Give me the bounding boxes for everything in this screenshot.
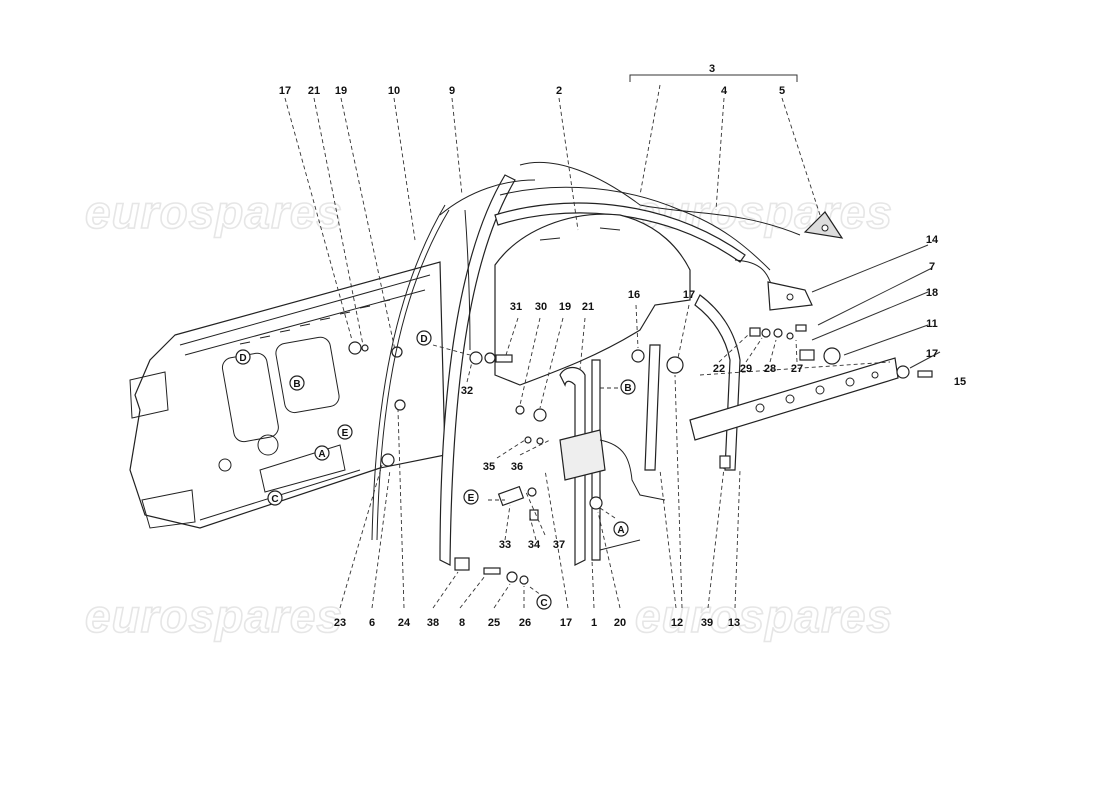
callout-20: 20 xyxy=(614,617,626,629)
callout-15: 15 xyxy=(954,376,966,388)
callout-16: 16 xyxy=(628,289,640,301)
callout-21: 21 xyxy=(308,85,320,97)
callout-27: 27 xyxy=(791,363,803,375)
callout-11: 11 xyxy=(926,318,938,330)
ref-marker-c-mid: C xyxy=(536,594,552,610)
svg-text:D: D xyxy=(420,334,427,345)
callout-labels: 17 21 19 10 9 2 3 4 5 14 7 18 11 17 15 1… xyxy=(279,63,966,629)
door-inner-panel xyxy=(129,261,446,529)
svg-text:E: E xyxy=(468,493,475,504)
callout-29: 29 xyxy=(740,363,752,375)
callout-17-bottom: 17 xyxy=(560,617,572,629)
callout-17-mid: 17 xyxy=(683,289,695,301)
callout-1: 1 xyxy=(591,617,597,629)
svg-text:A: A xyxy=(617,525,624,536)
ref-marker-c-left: C xyxy=(267,490,283,506)
svg-text:D: D xyxy=(239,353,246,364)
leader-lines xyxy=(284,74,941,609)
callout-17-right: 17 xyxy=(926,348,938,360)
window-regulator xyxy=(559,359,666,566)
callout-8: 8 xyxy=(459,617,465,629)
callout-23: 23 xyxy=(334,617,346,629)
watermark-group: eurospares eurospares eurospares eurospa… xyxy=(84,185,893,643)
hinge-bracket xyxy=(767,281,813,311)
ref-marker-d-mid: D xyxy=(416,330,432,346)
callout-7: 7 xyxy=(929,261,935,273)
callout-21-mid: 21 xyxy=(582,301,594,313)
ref-marker-a-left: A xyxy=(314,445,330,461)
fasteners xyxy=(454,324,933,585)
callout-17: 17 xyxy=(279,85,291,97)
ref-marker-e-mid: E xyxy=(463,489,479,505)
callout-2: 2 xyxy=(556,85,562,97)
svg-text:E: E xyxy=(342,428,349,439)
callout-19: 19 xyxy=(335,85,347,97)
watermark-bottom-left: eurospares xyxy=(85,590,343,642)
callout-33: 33 xyxy=(499,539,511,551)
callout-25: 25 xyxy=(488,617,500,629)
reference-markers: D B E A C D B E A C xyxy=(235,330,636,610)
svg-text:C: C xyxy=(540,598,547,609)
callout-19-mid: 19 xyxy=(559,301,571,313)
ref-marker-e-left: E xyxy=(337,424,353,440)
svg-text:A: A xyxy=(318,449,325,460)
callout-28: 28 xyxy=(764,363,776,375)
watermark-top-left: eurospares xyxy=(85,186,343,238)
callout-10: 10 xyxy=(388,85,400,97)
callout-35: 35 xyxy=(483,461,495,473)
door-rail xyxy=(689,357,899,441)
svg-text:B: B xyxy=(293,379,300,390)
callout-4: 4 xyxy=(721,85,728,97)
watermark-top-right: eurospares xyxy=(635,186,893,238)
callout-31: 31 xyxy=(510,301,522,313)
callout-37: 37 xyxy=(553,539,565,551)
callout-39: 39 xyxy=(701,617,713,629)
callout-14: 14 xyxy=(926,234,939,246)
corner-trim xyxy=(803,211,844,239)
callout-6: 6 xyxy=(369,617,375,629)
callout-38: 38 xyxy=(427,617,439,629)
ref-marker-b-left: B xyxy=(289,375,305,391)
callout-13: 13 xyxy=(728,617,740,629)
callout-9: 9 xyxy=(449,85,455,97)
callout-34: 34 xyxy=(528,539,541,551)
watermark-bottom-right: eurospares xyxy=(635,590,893,642)
callout-22: 22 xyxy=(713,363,725,375)
callout-5: 5 xyxy=(779,85,785,97)
ref-marker-b-mid: B xyxy=(620,379,636,395)
callout-30: 30 xyxy=(535,301,547,313)
ref-marker-d-left: D xyxy=(235,349,251,365)
svg-text:C: C xyxy=(271,494,278,505)
ref-marker-a-mid: A xyxy=(613,521,629,537)
callout-36: 36 xyxy=(511,461,523,473)
callout-3: 3 xyxy=(709,63,715,75)
callout-24: 24 xyxy=(398,617,411,629)
svg-text:B: B xyxy=(624,383,631,394)
callout-26: 26 xyxy=(519,617,531,629)
window-glass xyxy=(494,213,691,386)
callout-18: 18 xyxy=(926,287,938,299)
callout-12: 12 xyxy=(671,617,683,629)
callout-32: 32 xyxy=(461,385,473,397)
